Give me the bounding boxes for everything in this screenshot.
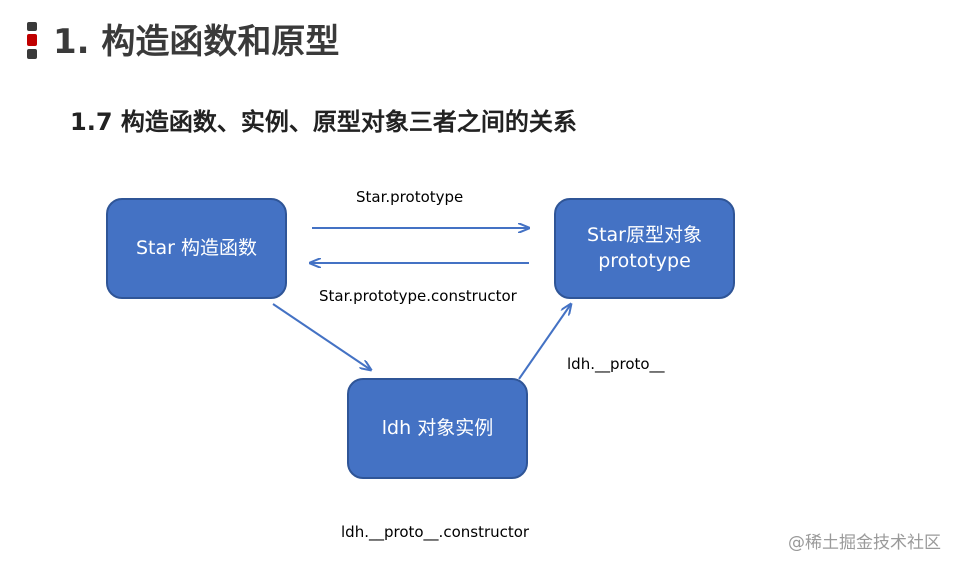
marker-square-top [27,22,37,31]
constructor-node: Star 构造函数 [106,198,287,299]
instance-node-label: ldh 对象实例 [381,416,494,439]
instance-node: ldh 对象实例 [347,378,528,479]
prototype-node-label-line1: Star原型对象 [587,223,702,246]
edge-label-instance-proto-constructor: ldh.__proto__.constructor [341,523,530,541]
section-title: 1.7 构造函数、实例、原型对象三者之间的关系 [70,108,577,136]
watermark: @稀土掘金技术社区 [788,533,941,553]
arrow-constructor-to-instance [272,303,371,370]
constructor-node-label: Star 构造函数 [135,236,257,259]
marker-square-middle [27,34,37,46]
prototype-node-label-line2: prototype [598,249,691,272]
marker-square-bottom [27,49,37,59]
edge-label-prototype-constructor: Star.prototype.constructor [319,287,517,305]
edge-label-star-prototype: Star.prototype [356,188,464,206]
prototype-object-node: Star原型对象 prototype [554,198,735,299]
title-marker [27,22,37,60]
edge-label-instance-proto: ldh.__proto__ [567,355,665,373]
page-title: 1. 构造函数和原型 [53,22,340,62]
arrow-instance-to-prototype [518,304,571,380]
